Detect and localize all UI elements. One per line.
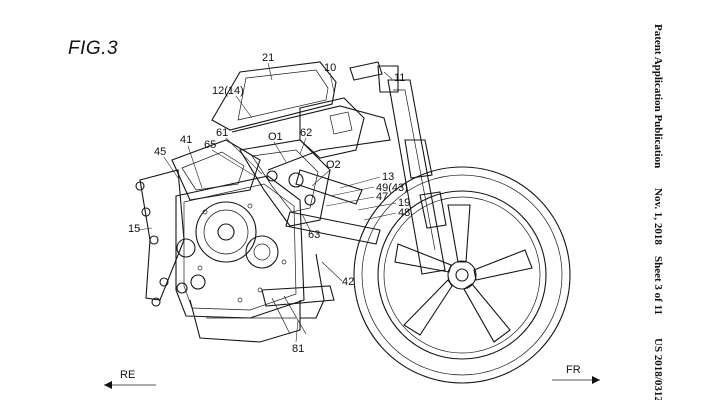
ref-19: 19 xyxy=(398,197,410,209)
direction-arrows xyxy=(104,376,600,389)
ref-42: 42 xyxy=(342,276,354,288)
ref-63: 63 xyxy=(308,229,320,241)
figure-title: FIG.3 xyxy=(68,38,119,59)
ref-12: 12(14) xyxy=(212,85,244,97)
rear-direction-label: RE xyxy=(120,369,136,381)
ref-11: 11 xyxy=(394,72,405,84)
ref-65: 65 xyxy=(204,139,216,151)
front-fork xyxy=(349,61,447,275)
ref-47: 47 xyxy=(376,191,388,203)
front-direction-label: FR xyxy=(566,364,581,376)
sheet-number: Sheet 3 of 11 xyxy=(652,256,664,315)
ref-01: O1 xyxy=(268,131,283,143)
publication-label: Patent Application Publication xyxy=(652,24,664,169)
publication-date: Nov. 1, 2018 xyxy=(652,188,664,245)
reference-labels: 21 10 11 12(14) 61 41 65 O1 62 45 O2 13 … xyxy=(128,52,410,355)
front-arrow-head xyxy=(592,376,600,384)
ref-45: 45 xyxy=(154,146,166,158)
ref-15: 15 xyxy=(128,223,140,235)
ref-21: 21 xyxy=(262,52,274,64)
leader-lines xyxy=(137,62,397,343)
ref-48: 48 xyxy=(398,207,410,219)
engine-block xyxy=(175,139,335,343)
ref-61: 61 xyxy=(216,127,228,139)
front-wheel xyxy=(353,166,571,384)
ref-62: 62 xyxy=(300,127,312,139)
ref-49: 49(43) xyxy=(376,182,408,194)
ref-13: 13 xyxy=(382,171,394,183)
rear-arrow-head xyxy=(104,381,112,389)
ref-10: 10 xyxy=(324,62,336,74)
patent-number: US 2018/0312 xyxy=(652,338,664,400)
ref-81: 81 xyxy=(292,343,304,355)
ref-41: 41 xyxy=(180,134,192,146)
ref-02: O2 xyxy=(326,159,341,171)
